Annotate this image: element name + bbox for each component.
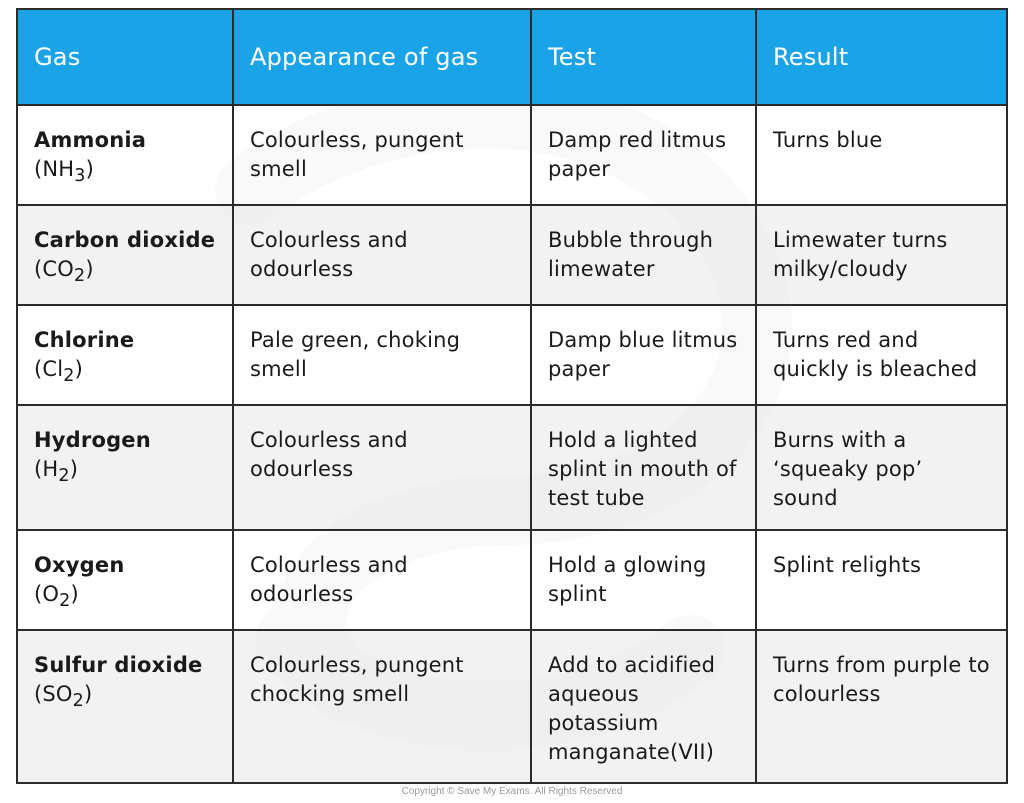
gas-formula: (SO2) xyxy=(34,682,93,712)
result-cell: Turns red and quickly is bleached xyxy=(755,304,1008,406)
gas-formula: (NH3) xyxy=(34,157,95,187)
gas-cell: Oxygen (O2) xyxy=(16,529,234,631)
test-cell: Hold a glowing splint xyxy=(530,529,757,631)
header-appearance: Appearance of gas xyxy=(232,8,532,106)
gas-cell: Sulfur dioxide (SO2) xyxy=(16,629,234,784)
appearance-cell: Pale green, choking smell xyxy=(232,304,532,406)
gas-name: Carbon dioxide xyxy=(34,228,216,252)
gas-formula: (O2) xyxy=(34,582,79,612)
copyright-footer: Copyright © Save My Exams. All Rights Re… xyxy=(401,786,623,797)
table-row: Chlorine (Cl2) Pale green, choking smell… xyxy=(16,304,1008,406)
appearance-cell: Colourless and odourless xyxy=(232,529,532,631)
test-cell: Bubble through limewater xyxy=(530,204,757,306)
table-row: Carbon dioxide (CO2) Colourless and odou… xyxy=(16,204,1008,306)
gas-cell: Hydrogen (H2) xyxy=(16,404,234,531)
test-cell: Add to acidified aqueous potassium manga… xyxy=(530,629,757,784)
test-cell: Damp blue litmus paper xyxy=(530,304,757,406)
gas-tests-table: Gas Appearance of gas Test Result Ammoni… xyxy=(16,8,1008,784)
header-row: Gas Appearance of gas Test Result xyxy=(16,8,1008,106)
gas-formula: (Cl2) xyxy=(34,357,84,387)
gas-name: Sulfur dioxide xyxy=(34,653,203,677)
header-test: Test xyxy=(530,8,757,106)
gas-name: Chlorine xyxy=(34,328,135,352)
appearance-cell: Colourless and odourless xyxy=(232,204,532,306)
table-row: Ammonia (NH3) Colourless, pungent smell … xyxy=(16,104,1008,206)
result-cell: Turns from purple to colourless xyxy=(755,629,1008,784)
gas-name: Oxygen xyxy=(34,553,125,577)
gas-cell: Ammonia (NH3) xyxy=(16,104,234,206)
gas-cell: Carbon dioxide (CO2) xyxy=(16,204,234,306)
table-row: Hydrogen (H2) Colourless and odourless H… xyxy=(16,404,1008,531)
header-gas: Gas xyxy=(16,8,234,106)
appearance-cell: Colourless and odourless xyxy=(232,404,532,531)
gas-formula: (H2) xyxy=(34,457,79,487)
test-cell: Hold a lighted splint in mouth of test t… xyxy=(530,404,757,531)
gas-formula: (CO2) xyxy=(34,257,94,287)
test-cell: Damp red litmus paper xyxy=(530,104,757,206)
result-cell: Turns blue xyxy=(755,104,1008,206)
gas-name: Ammonia xyxy=(34,128,147,152)
result-cell: Limewater turns milky/cloudy xyxy=(755,204,1008,306)
header-result: Result xyxy=(755,8,1008,106)
gas-cell: Chlorine (Cl2) xyxy=(16,304,234,406)
appearance-cell: Colourless, pungent chocking smell xyxy=(232,629,532,784)
result-cell: Burns with a ‘squeaky pop’ sound xyxy=(755,404,1008,531)
table-row: Sulfur dioxide (SO2) Colourless, pungent… xyxy=(16,629,1008,784)
appearance-cell: Colourless, pungent smell xyxy=(232,104,532,206)
result-cell: Splint relights xyxy=(755,529,1008,631)
table-row: Oxygen (O2) Colourless and odourless Hol… xyxy=(16,529,1008,631)
gas-name: Hydrogen xyxy=(34,428,151,452)
